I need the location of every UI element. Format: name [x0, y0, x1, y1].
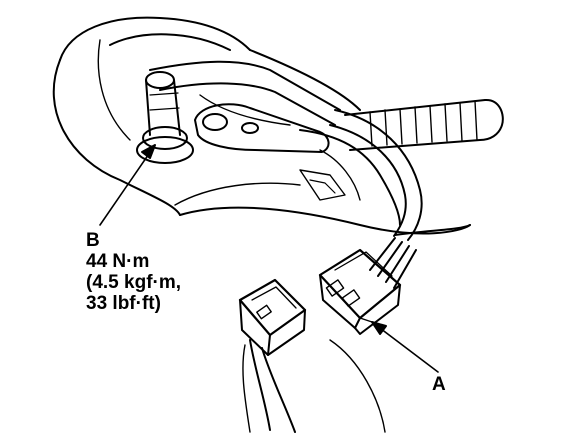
torque-spec: 44 N·m (4.5 kgf·m, 33 lbf·ft) [86, 251, 181, 314]
callout-label-a: A [432, 374, 446, 395]
bolt-b [137, 72, 193, 163]
loose-connector [240, 280, 305, 432]
torque-spec-kgf: (4.5 kgf·m, [86, 272, 182, 293]
housing-outline [54, 18, 470, 234]
callout-label-b: B [86, 230, 100, 251]
leader-b [100, 145, 155, 225]
grip-handle [345, 100, 503, 150]
sensor-bracket [150, 62, 340, 152]
leader-a [372, 322, 438, 372]
torque-spec-lbf: 33 lbf·ft) [86, 293, 161, 314]
connector-a [320, 250, 400, 334]
torque-spec-metric: 44 N·m [86, 251, 150, 272]
lower-housing [330, 225, 470, 432]
